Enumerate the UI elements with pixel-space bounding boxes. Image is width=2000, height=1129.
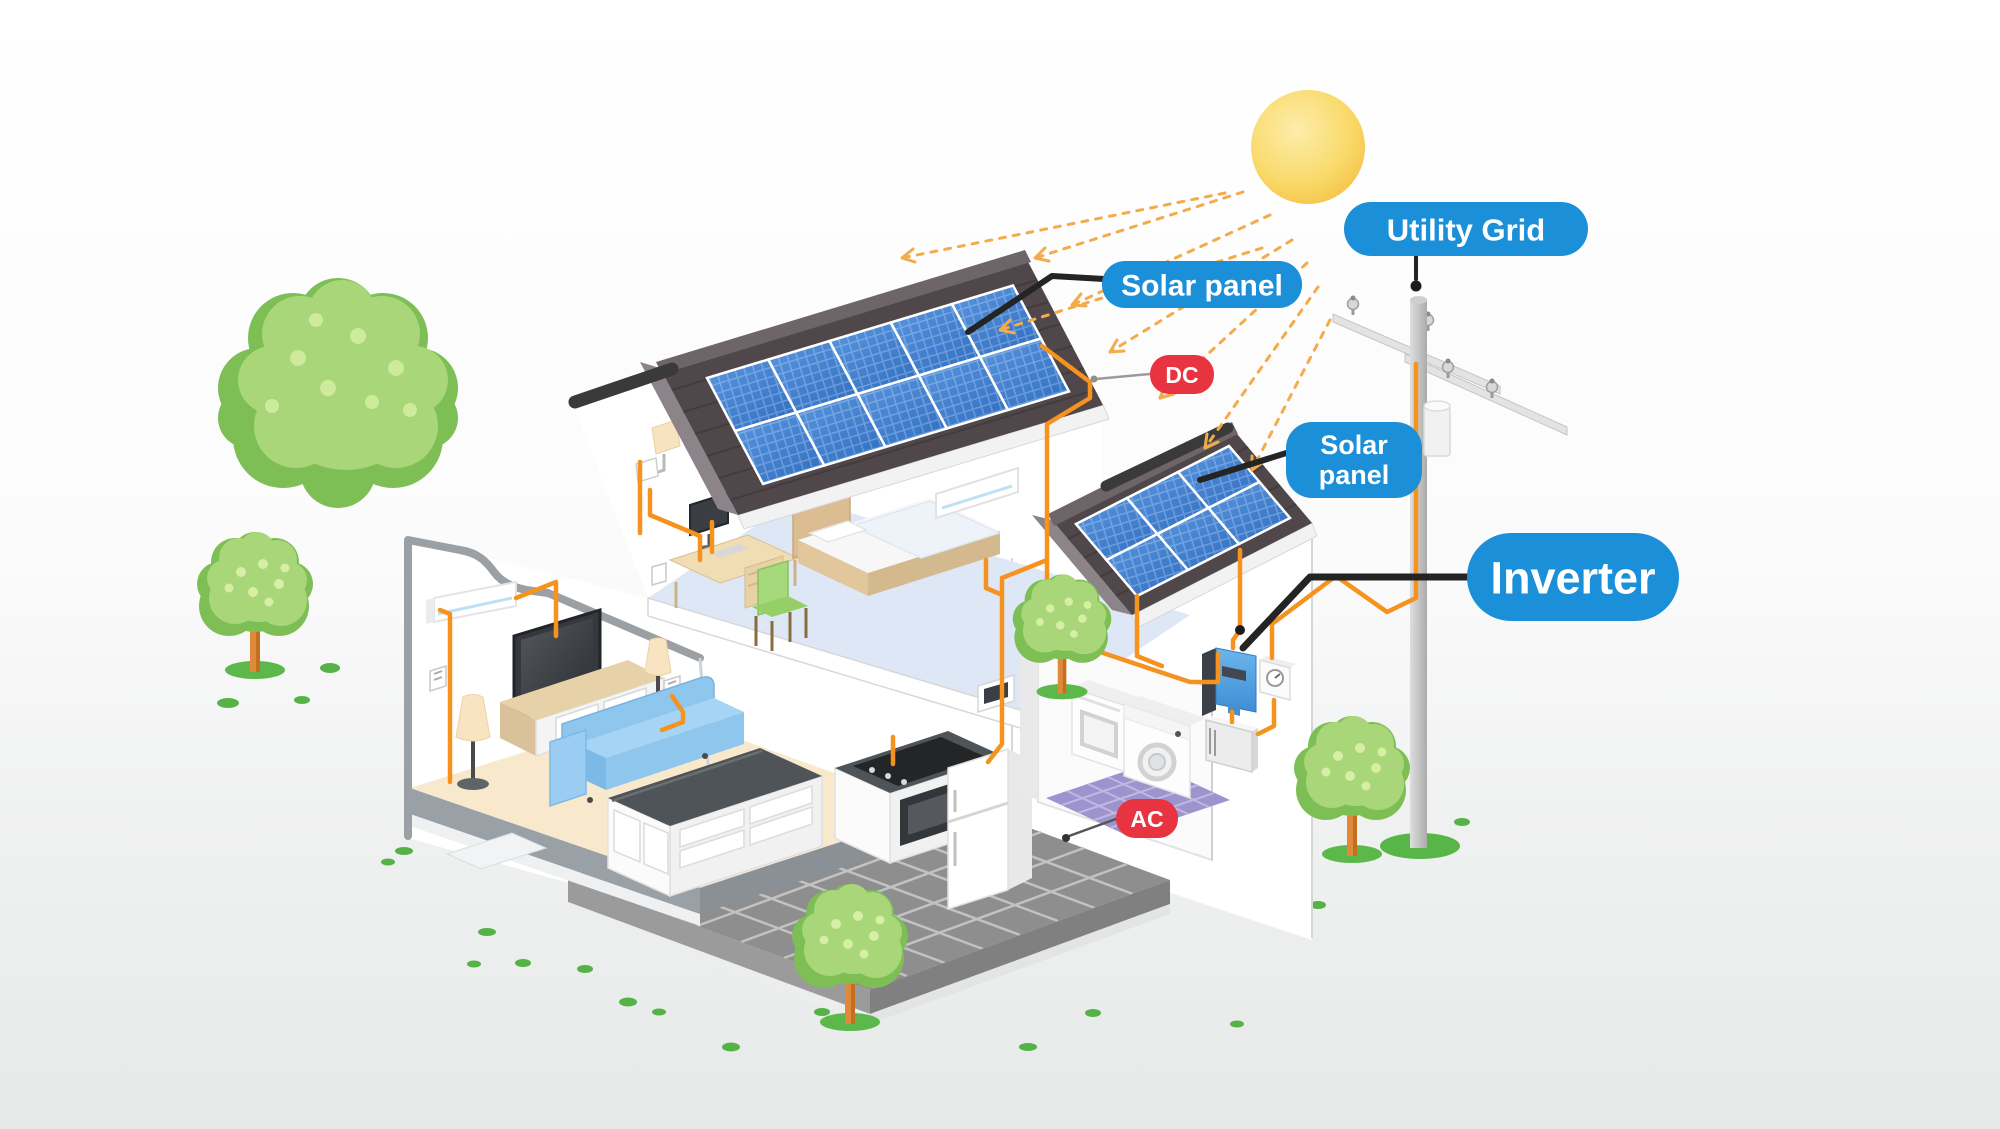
label-utility-grid: Utility Grid	[1344, 202, 1588, 292]
main-roof	[568, 250, 1110, 530]
dc-badge-text: DC	[1165, 362, 1198, 388]
solar-panel-small-label-line1: Solar	[1320, 430, 1388, 460]
refrigerator	[947, 747, 1032, 911]
cutaway-wall-edge	[404, 536, 704, 840]
electric-meter	[1259, 656, 1296, 701]
bed	[792, 492, 1002, 596]
sofa	[549, 676, 744, 808]
chair	[752, 559, 808, 651]
label-inverter: Inverter	[1235, 533, 1679, 652]
big-bush	[218, 278, 458, 508]
main-roof-solar-array	[705, 284, 1071, 486]
sun	[1251, 90, 1365, 204]
orange-wiring	[437, 343, 1419, 785]
light-switch	[651, 562, 667, 586]
inverter-label-text: Inverter	[1490, 553, 1655, 604]
floor-lamp	[455, 694, 491, 790]
label-solar-panel-main: Solar panel	[965, 261, 1302, 335]
grass-specks	[217, 663, 1470, 1052]
kitchen-counter	[607, 748, 823, 898]
badge-ac: AC	[1062, 799, 1178, 842]
bedroom	[635, 419, 1019, 714]
washing-machine	[1123, 696, 1206, 800]
garage-roof-solar-array	[1074, 444, 1292, 598]
kitchen	[607, 731, 1032, 911]
air-conditioner	[935, 466, 1019, 520]
badge-dc: DC	[1090, 355, 1214, 394]
utility-grid-label-text: Utility Grid	[1387, 213, 1545, 248]
label-solar-panel-small: Solar panel	[1197, 422, 1422, 498]
house-cutaway	[404, 250, 1419, 1024]
living-room	[426, 580, 744, 808]
solar-panel-main-label-text: Solar panel	[1121, 270, 1283, 303]
ac-badge-text: AC	[1130, 806, 1163, 832]
light-switch	[429, 664, 447, 693]
solar-panel-small-label-line2: panel	[1319, 460, 1390, 490]
